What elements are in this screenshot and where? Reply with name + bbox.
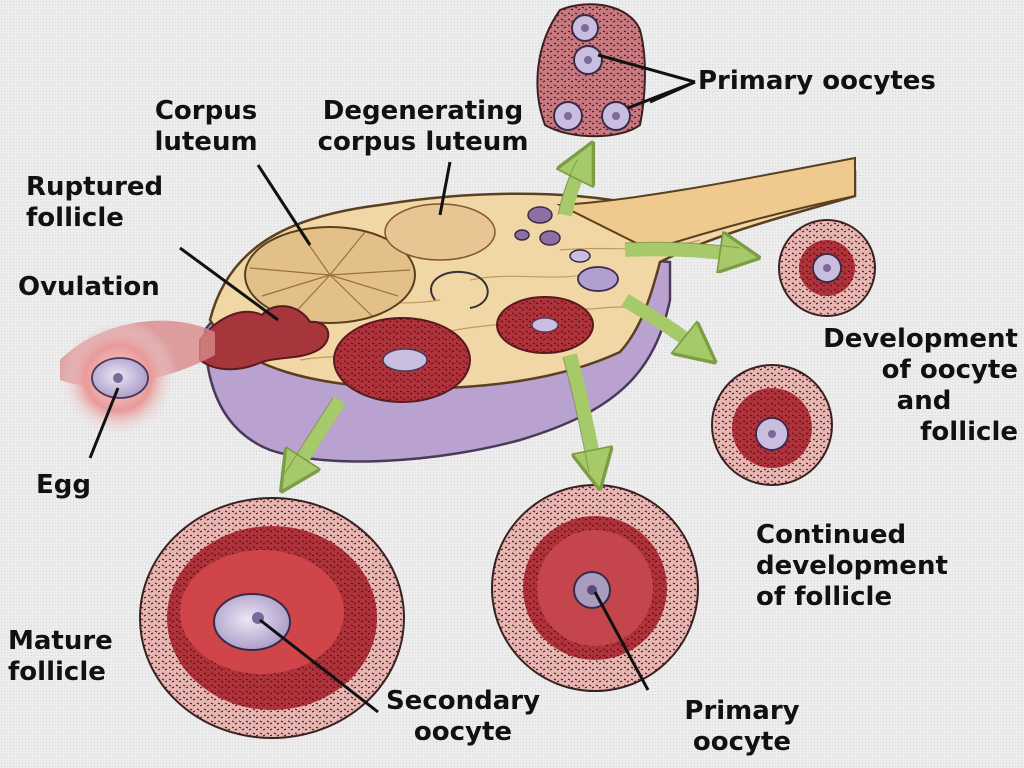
ruptured-follicle [199, 305, 330, 371]
small-oocytes [514, 206, 619, 292]
inner-follicle-medium [496, 296, 594, 354]
egg-nucleus [113, 373, 123, 383]
label-development-of-oocyte-and-follicle: Development of oocyte and follicle [823, 324, 1018, 447]
development-arrows-outline [284, 159, 741, 474]
swirl-arrow [430, 270, 489, 309]
primary-oocytes-cluster [536, 3, 646, 138]
developing-follicle-medium [711, 364, 833, 486]
leader-lines [88, 53, 696, 714]
degenerating-corpus-luteum [384, 203, 496, 261]
developing-follicle-small [778, 219, 876, 317]
mature-follicle [139, 497, 405, 739]
development-arrows [292, 160, 740, 475]
inner-follicle-large [333, 317, 471, 403]
label-primary-oocytes: Primary oocytes [698, 66, 936, 96]
ligament [556, 156, 856, 252]
label-ovulation: Ovulation [18, 272, 160, 302]
continued-development-follicle [491, 484, 699, 692]
corpus-luteum [244, 226, 416, 324]
label-egg: Egg [36, 470, 91, 500]
